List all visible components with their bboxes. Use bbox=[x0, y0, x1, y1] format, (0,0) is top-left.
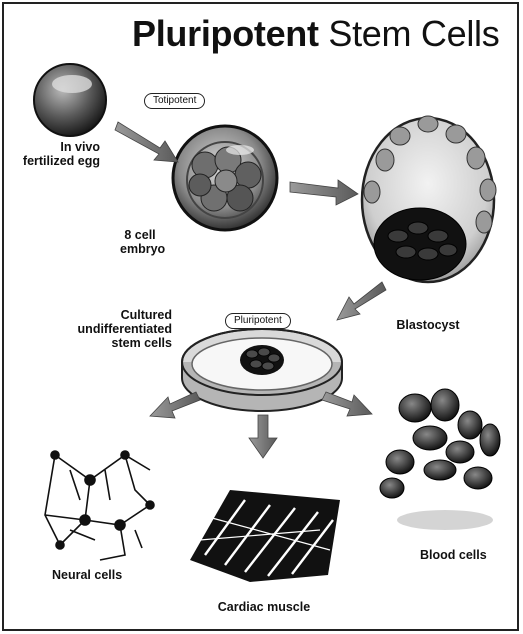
eight-cell-embryo-illustration bbox=[173, 126, 277, 230]
label-fertilized-egg: In vivo fertilized egg bbox=[12, 140, 100, 168]
title-bold: Pluripotent bbox=[132, 13, 319, 54]
blastocyst-illustration bbox=[362, 116, 496, 282]
label-cardiac-muscle: Cardiac muscle bbox=[214, 600, 314, 614]
label-blastocyst: Blastocyst bbox=[388, 318, 468, 332]
label-neural-cells: Neural cells bbox=[52, 568, 152, 582]
fertilized-egg-illustration bbox=[34, 64, 106, 136]
label-8-cell-embryo: 8 cell embryo bbox=[120, 228, 160, 256]
totipotent-tag: Totipotent bbox=[144, 93, 205, 109]
neural-cells-illustration bbox=[45, 451, 154, 560]
title-regular: Stem Cells bbox=[319, 13, 500, 54]
label-blood-cells: Blood cells bbox=[420, 548, 510, 562]
blood-cells-shadow bbox=[397, 510, 493, 530]
pluripotent-tag: Pluripotent bbox=[225, 313, 291, 329]
label-cultured-stem-cells: Cultured undifferentiated stem cells bbox=[62, 308, 172, 350]
cardiac-muscle-illustration bbox=[190, 490, 340, 582]
figure-title: Pluripotent Stem Cells bbox=[132, 14, 499, 54]
petri-dish-illustration bbox=[182, 329, 342, 411]
blood-cells-illustration bbox=[380, 389, 500, 498]
